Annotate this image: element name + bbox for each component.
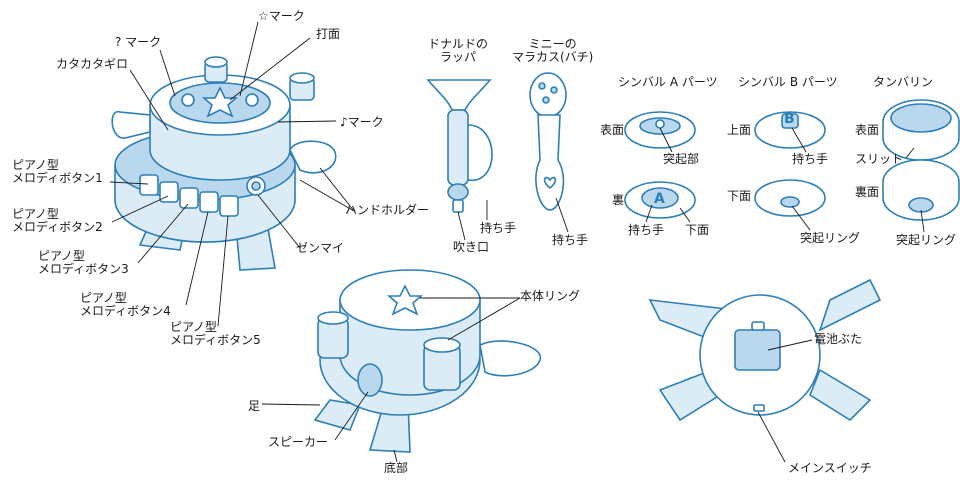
label-a-bottom: 下面 [685,223,710,237]
piano-keys [139,174,239,217]
tambourine-front [882,99,960,161]
label-b-top: 上面 [727,123,752,137]
label-letter-a: A [654,191,665,207]
label-dahen: 打面 [316,27,341,41]
label-mouthpiece: 吹き口 [453,240,490,254]
label-tambourine: タンバリン [873,75,934,89]
label-a-protrusion: 突起部 [663,152,700,166]
label-b-handle: 持ち手 [792,152,829,166]
maracas-illustration [529,72,567,211]
label-t-front: 表面 [855,123,880,137]
tambourine-back [882,159,960,221]
label-b-ring: 突起リング [800,231,861,245]
label-note-mark: ♪マーク [340,115,384,129]
label-piano3: ピアノ型メロディボタン3 [38,249,129,276]
label-cymbal-b: シンバル B パーツ [738,75,838,89]
label-zenmai: ゼンマイ [296,241,345,255]
cymbal-a-front [624,111,696,149]
label-trumpet-handle: 持ち手 [480,221,517,235]
label-donald-title: ドナルドのラッパ [428,37,489,64]
label-piano5: ピアノ型メロディボタン5 [170,320,261,347]
label-piano1: ピアノ型メロディボタン1 [12,158,103,185]
label-b-bottom: 下面 [727,189,752,203]
label-speaker: スピーカー [268,435,329,449]
label-battery-cover: 電池ぶた [814,332,863,346]
label-piano4: ピアノ型メロディボタン4 [80,291,171,318]
label-piano2: ピアノ型メロディボタン2 [12,207,103,234]
label-foot: 足 [248,399,261,413]
label-letter-b: B [784,111,795,127]
body-view-illustration [313,269,541,453]
cymbal-b-bottom [754,179,826,217]
label-maracas-handle: 持ち手 [552,233,589,247]
label-base: 底部 [384,461,409,475]
label-star-mark: ☆マーク [258,9,305,23]
label-body-ring: 本体リング [520,289,581,303]
label-a-handle: 持ち手 [628,223,665,237]
label-cymbal-a: シンバル A パーツ [618,75,718,89]
label-t-slit: スリット [855,152,904,166]
label-t-ring: 突起リング [896,233,957,247]
cymbal-a-back [624,181,696,219]
label-a-front: 表面 [600,123,625,137]
cymbal-b-top [754,111,826,149]
label-a-back: 裏 [612,193,625,207]
label-t-back: 裏面 [855,185,880,199]
label-main-switch: メインスイッチ [788,461,872,475]
label-katakata: カタカタギロ [56,57,129,71]
label-question-mark: ? マーク [115,35,162,49]
label-minnie-title: ミニーのマラカス(バチ) [512,37,594,64]
leader-lines-main [109,21,355,327]
label-hand-holder: ハンドホルダー [345,203,430,217]
bottom-view-illustration [648,278,882,422]
main-toy-illustration [111,56,337,271]
trumpet-illustration [426,79,493,213]
